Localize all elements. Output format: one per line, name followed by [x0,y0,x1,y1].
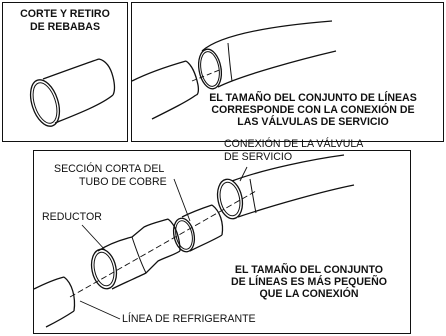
match-caption-line1: EL TAMAÑO DEL CONJUNTO DE LÍNEAS [209,92,417,104]
match-caption-line3: LAS VÁLVULAS DE SERVICIO [237,116,389,128]
callout-service-valve-line2: DE SERVICIO [224,151,293,163]
panel-matching-size: EL TAMAÑO DEL CONJUNTO DE LÍNEAS CORRESP… [131,2,444,142]
cut-tube-illustration [29,58,116,127]
callout-copper-section-line1: SECCIÓN CORTA DEL [54,163,165,175]
callout-refrigerant-line: LÍNEA DE REFRIGERANTE [122,313,256,325]
cut-heading-line2: DE REBABAS [29,21,101,33]
panel-reducer: CONEXIÓN DE LA VÁLVULA DE SERVICIO SECCI… [33,138,411,334]
reducer-caption-line3: QUE LA CONEXIÓN [259,288,359,300]
callout-copper-section-line2: TUBO DE COBRE [79,176,167,188]
matching-tubes-illustration [131,20,337,120]
panel-cut-deburr: CORTE Y RETIRO DE REBABAS [2,2,128,142]
reducer-caption-line1: EL TAMAÑO DEL CONJUNTO [234,264,384,276]
match-caption-line2: CORRESPONDE CON LA CONEXIÓN DE [211,104,415,116]
callout-service-valve-line1: CONEXIÓN DE LA VÁLVULA [224,138,364,150]
reducer-assembly-illustration [33,154,355,328]
reducer-caption-line2: DE LÍNEAS ES MÁS PEQUEÑO [231,276,387,288]
cut-heading-line1: CORTE Y RETIRO [20,8,110,20]
callout-reducer: REDUCTOR [42,211,102,223]
